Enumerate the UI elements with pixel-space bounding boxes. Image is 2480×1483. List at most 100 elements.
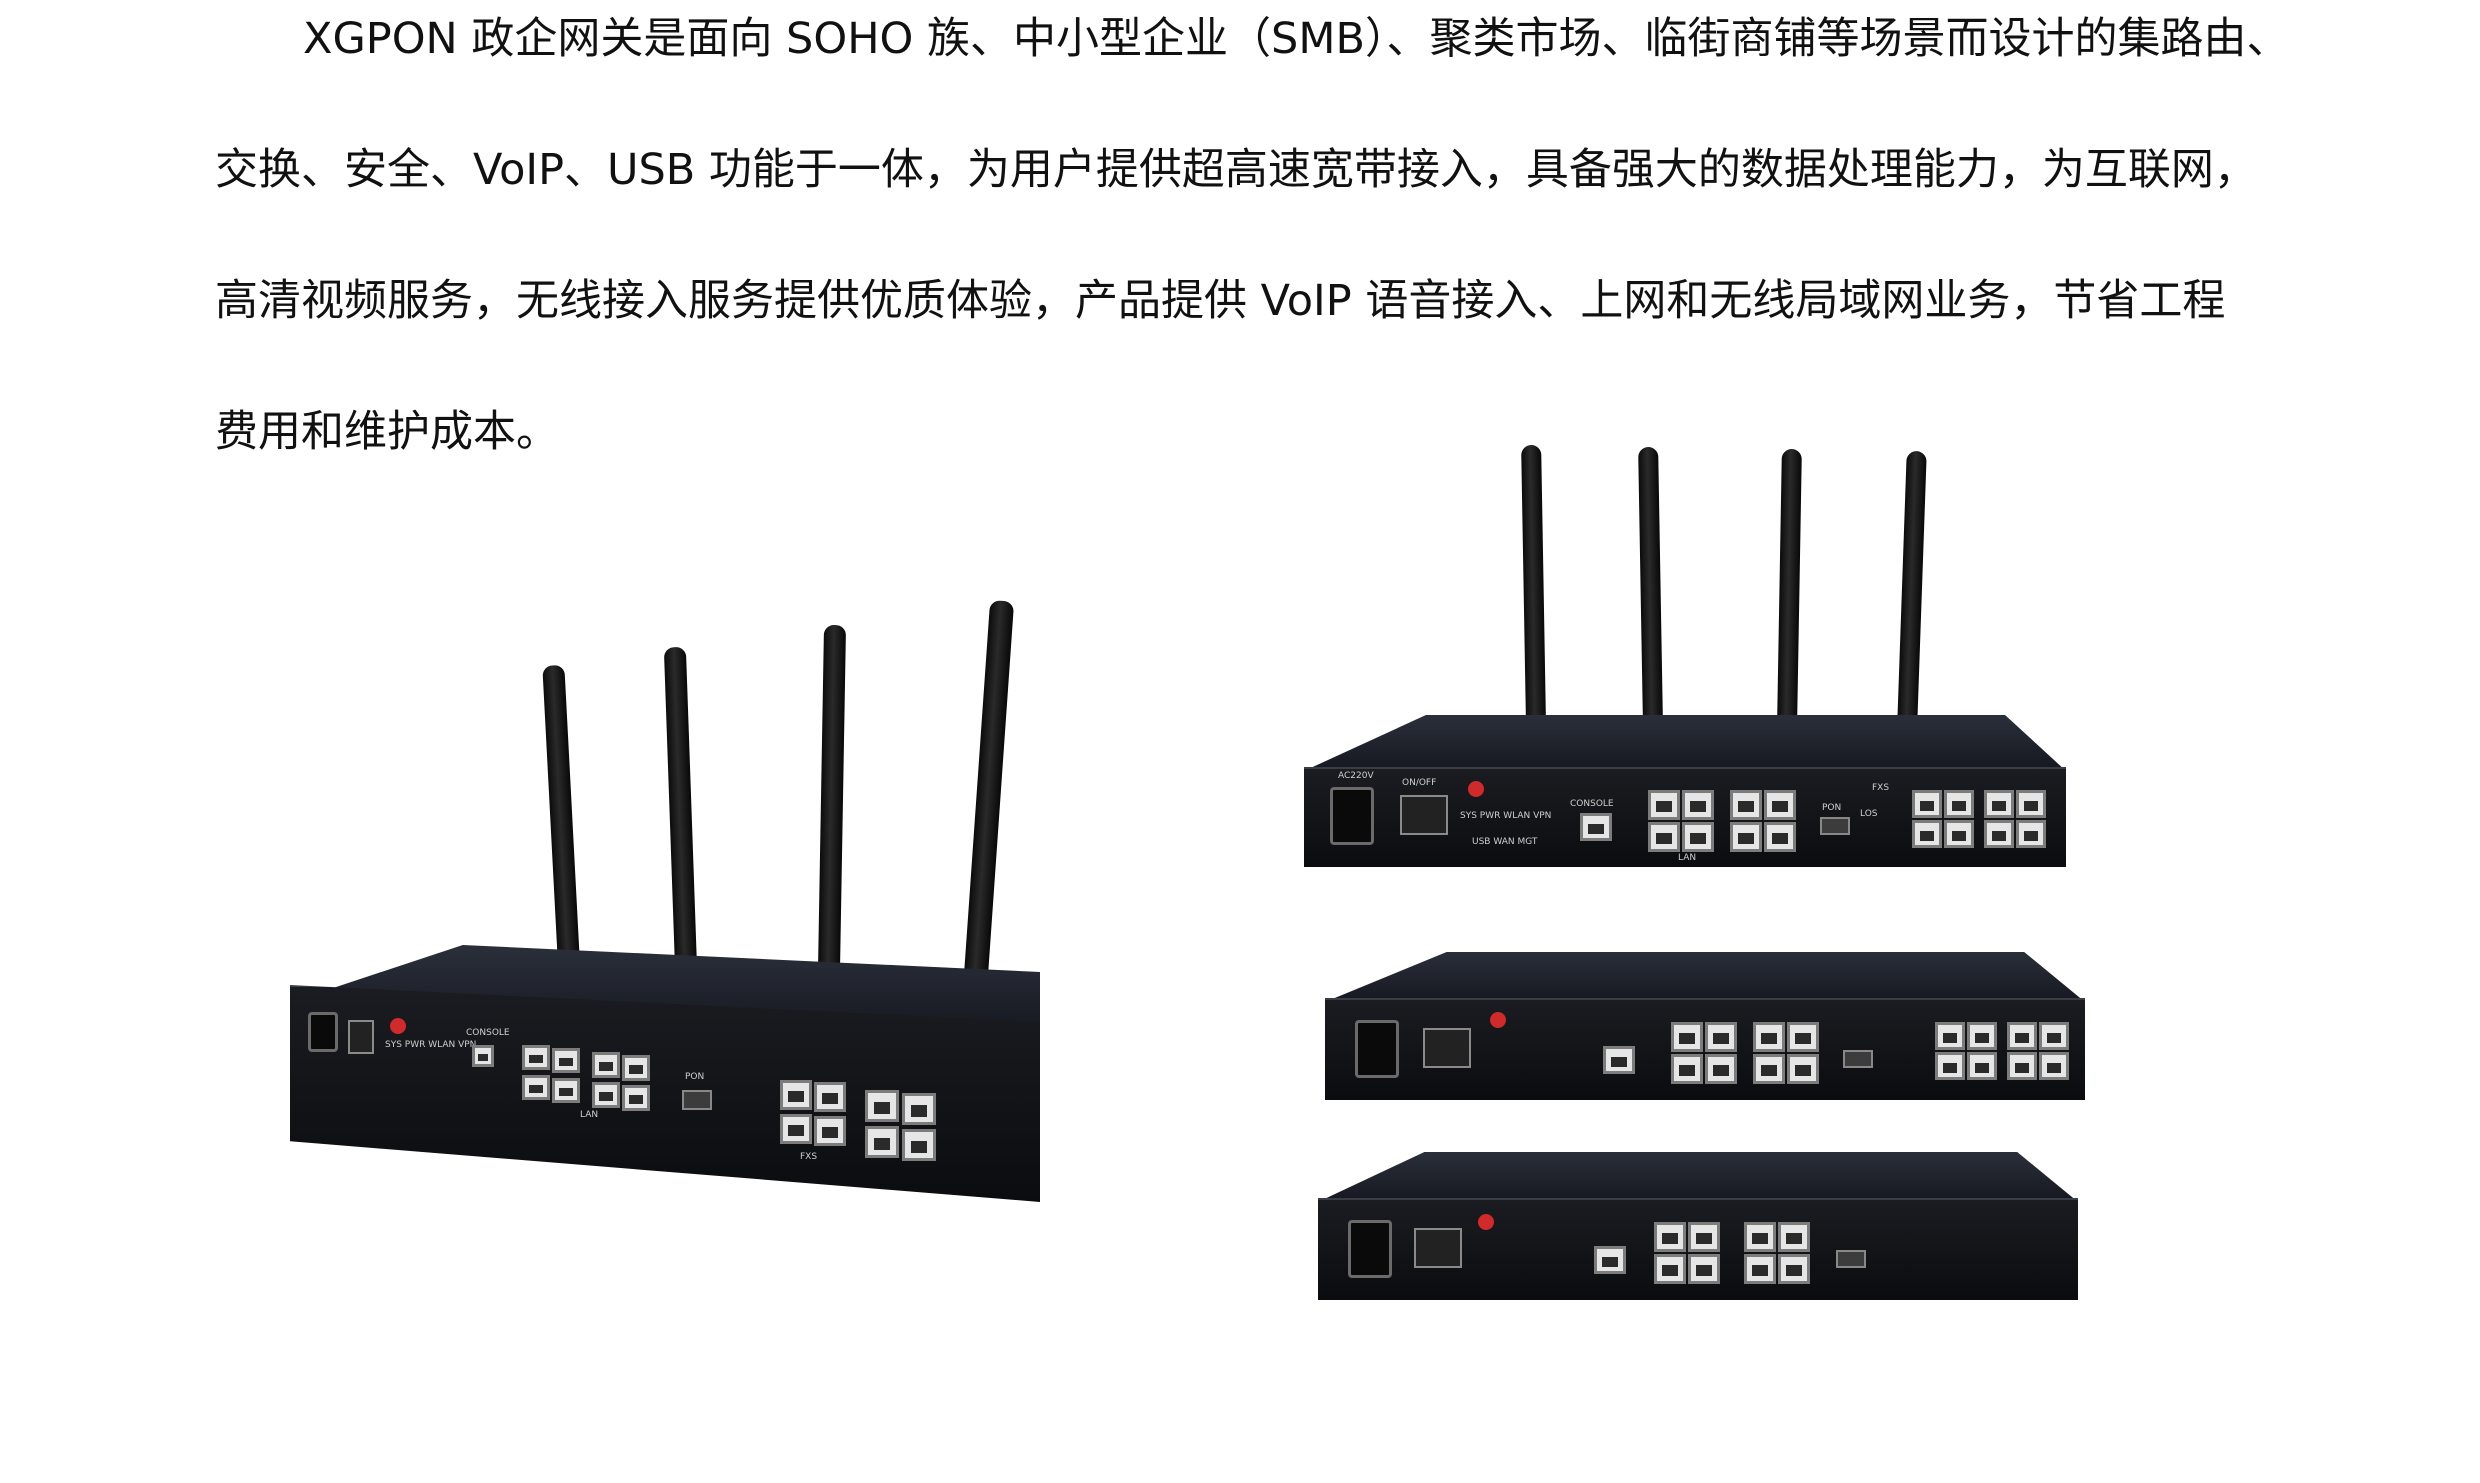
antenna (1777, 448, 1802, 730)
lan-port (1705, 1022, 1737, 1052)
fxs-port (1935, 1052, 1965, 1080)
los-label: LOS (1860, 809, 1878, 819)
fxs-port (780, 1080, 812, 1110)
lan-port (1671, 1054, 1703, 1084)
lan-port (1753, 1022, 1785, 1052)
fxs-port (2016, 790, 2046, 818)
paragraph-line-3: 高清视频服务，无线接入服务提供优质体验，产品提供 VoIP 语音接入、上网和无线… (215, 276, 2226, 326)
antenna (818, 624, 847, 971)
lan-port (592, 1052, 620, 1078)
fxs-port (1967, 1052, 1997, 1080)
lan-port (1688, 1254, 1720, 1284)
power-switch (348, 1020, 374, 1054)
lan-port (1654, 1222, 1686, 1252)
fxs-port (2016, 820, 2046, 848)
console-label: CONSOLE (466, 1028, 510, 1038)
ac-label: AC220V (1338, 771, 1374, 781)
lan-port (552, 1078, 580, 1103)
lan-port (1648, 790, 1680, 820)
lan-port (1705, 1054, 1737, 1084)
paragraph-line-4: 费用和维护成本。 (215, 407, 559, 457)
pon-port (1820, 817, 1850, 835)
led-label: SYS PWR WLAN VPN (1460, 811, 1552, 821)
lan-label: LAN (1678, 853, 1697, 863)
pon-port (1836, 1250, 1866, 1268)
fxs-port (865, 1126, 899, 1158)
fxs-port (814, 1082, 846, 1112)
power-socket (308, 1012, 338, 1052)
antenna (542, 664, 580, 966)
lan-port (1682, 790, 1714, 820)
antenna (663, 646, 697, 968)
fxs-port (2007, 1052, 2037, 1080)
fxs-port (1984, 820, 2014, 848)
led-label-2: USB WAN MGT (1472, 837, 1538, 847)
fxs-port (1935, 1022, 1965, 1050)
fxs-port (2039, 1052, 2069, 1080)
lan-port (1764, 822, 1796, 852)
fxs-port (1984, 790, 2014, 818)
lan-label: LAN (580, 1110, 599, 1120)
fxs-port (2007, 1022, 2037, 1050)
lan-port (592, 1082, 620, 1108)
lan-port (1648, 822, 1680, 852)
lan-port (1744, 1254, 1776, 1284)
fxs-port (2039, 1022, 2069, 1050)
lan-port (1654, 1254, 1686, 1284)
fxs-port (1944, 820, 1974, 848)
router-photo-small-3 (1318, 1152, 2078, 1300)
lan-port (522, 1075, 550, 1100)
fxs-port (1967, 1022, 1997, 1050)
antenna (964, 600, 1015, 976)
router-photo-large: SYS PWR WLAN VPN CONSOLE LAN PON FXS (290, 600, 1050, 1240)
fxs-port (814, 1116, 846, 1146)
antenna (1521, 444, 1546, 726)
pon-port (1843, 1050, 1873, 1068)
power-socket (1330, 787, 1374, 845)
lan-port (1787, 1054, 1819, 1084)
lan-port (1764, 790, 1796, 820)
lan-port (622, 1055, 650, 1081)
router-top-lid (1318, 1152, 2078, 1202)
lan-port (622, 1085, 650, 1111)
router-photo-small-1: ON/OFF AC220V SYS PWR WLAN VPN USB WAN M… (1300, 444, 2080, 867)
pon-label: PON (1822, 803, 1842, 813)
fxs-port (902, 1129, 936, 1161)
pon-label: PON (685, 1072, 705, 1082)
brand-logo-icon (390, 1018, 406, 1034)
fxs-port (865, 1090, 899, 1122)
console-port (1603, 1046, 1635, 1074)
lan-port (1688, 1222, 1720, 1252)
intro-paragraph: XGPON 政企网关是面向 SOHO 族、中小型企业（SMB）、聚类市场、临街商… (215, 0, 2290, 498)
lan-port (1778, 1254, 1810, 1284)
lan-port (1753, 1054, 1785, 1084)
router-top-lid (1304, 715, 2066, 771)
lan-port (1730, 822, 1762, 852)
brand-logo-icon (1468, 781, 1484, 797)
fxs-port (902, 1093, 936, 1125)
paragraph-line-2: 交换、安全、VoIP、USB 功能于一体，为用户提供超高速宽带接入，具备强大的数… (215, 145, 2257, 195)
power-switch (1400, 795, 1448, 835)
lan-port (1682, 822, 1714, 852)
router-top-lid (1325, 952, 2085, 1002)
router-photo-small-2 (1325, 952, 2085, 1100)
fxs-port (1912, 790, 1942, 818)
fxs-port (780, 1114, 812, 1144)
antenna (1638, 446, 1663, 728)
fxs-label: FXS (800, 1152, 818, 1162)
lan-port (552, 1048, 580, 1073)
console-label: CONSOLE (1570, 799, 1614, 809)
power-socket (1348, 1220, 1392, 1278)
onoff-label: ON/OFF (1402, 778, 1437, 788)
fxs-label: FXS (1872, 783, 1890, 793)
lan-port (522, 1045, 550, 1070)
power-switch (1414, 1228, 1462, 1268)
pon-port (682, 1090, 712, 1110)
console-port (1594, 1246, 1626, 1274)
paragraph-line-1: XGPON 政企网关是面向 SOHO 族、中小型企业（SMB）、聚类市场、临街商… (303, 14, 2290, 64)
fxs-port (1944, 790, 1974, 818)
power-switch (1423, 1028, 1471, 1068)
console-port (1580, 813, 1612, 841)
led-label: SYS PWR WLAN VPN (385, 1040, 477, 1050)
lan-port (1671, 1022, 1703, 1052)
